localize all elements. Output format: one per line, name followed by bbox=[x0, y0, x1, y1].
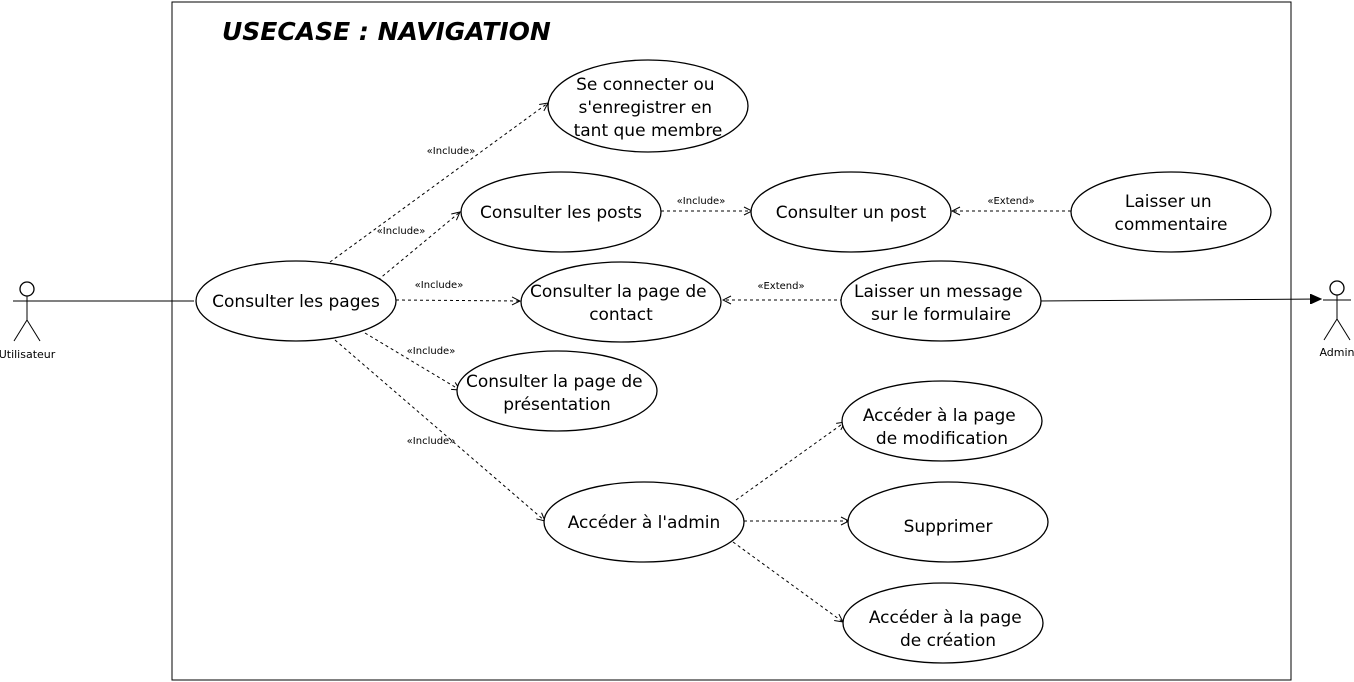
usecase-laisser-message[interactable]: Laisser un message sur le formulaire bbox=[840, 260, 1042, 342]
svg-text:Consulter les pages: Consulter les pages bbox=[212, 292, 380, 312]
stereotype-include-page-contact: «Include» bbox=[415, 280, 464, 291]
usecase-page-creation[interactable]: Accéder à la page de création bbox=[842, 582, 1044, 664]
usecase-consulter-les-posts[interactable]: Consulter les posts bbox=[460, 171, 662, 253]
svg-text:Consulter les posts: Consulter les posts bbox=[480, 203, 642, 223]
usecase-se-connecter[interactable]: Se connecter ou s'enregistrer en tant qu… bbox=[547, 59, 749, 153]
svg-text:Supprimer: Supprimer bbox=[904, 517, 993, 537]
svg-text:Laisser un commentaire: Laisser un commentaire bbox=[1115, 192, 1228, 235]
include-to-acceder-admin bbox=[334, 339, 545, 521]
svg-text:Accéder à la page de mod: Accéder à la page de modification bbox=[863, 406, 1021, 449]
actor-utilisateur[interactable]: Utilisateur bbox=[0, 281, 56, 361]
usecase-consulter-les-pages[interactable]: Consulter les pages bbox=[195, 260, 397, 342]
svg-text:Accéder à l'admin: Accéder à l'admin bbox=[568, 513, 721, 533]
usecase-page-contact[interactable]: Consulter la page de contact bbox=[520, 261, 722, 343]
actor-utilisateur-head bbox=[19, 281, 35, 297]
usecase-consulter-un-post[interactable]: Consulter un post bbox=[750, 171, 952, 253]
include-to-page-presentation bbox=[364, 332, 460, 390]
actor-admin-leg-right bbox=[1336, 318, 1351, 341]
actor-admin-leg-left bbox=[1323, 318, 1338, 341]
stereotype-labels: «Include» «Include» «Include» «Extend» «… bbox=[377, 146, 1035, 447]
actor-admin-label: Admin bbox=[1319, 346, 1354, 359]
svg-text:Consulter la page de con: Consulter la page de contact bbox=[530, 282, 712, 325]
svg-text:Laisser un message sur l: Laisser un message sur le formulaire bbox=[854, 282, 1028, 325]
association-message-admin bbox=[1036, 299, 1321, 301]
usecase-supprimer[interactable]: Supprimer bbox=[847, 481, 1049, 563]
system-boundary bbox=[171, 1, 1292, 681]
relation-admin-to-creation bbox=[732, 541, 843, 622]
include-to-consulter-posts bbox=[377, 212, 460, 281]
include-to-se-connecter bbox=[329, 103, 548, 263]
actor-admin-head bbox=[1329, 280, 1345, 296]
actor-admin[interactable]: Admin bbox=[1319, 280, 1354, 359]
svg-text:Consulter un post: Consulter un post bbox=[776, 203, 927, 223]
stereotype-include-se-connecter: «Include» bbox=[427, 146, 476, 157]
actor-utilisateur-label: Utilisateur bbox=[0, 348, 56, 361]
svg-text:Se connecter ou s'enregi: Se connecter ou s'enregistrer en tant qu… bbox=[574, 75, 723, 141]
svg-text:Accéder à la page de cré: Accéder à la page de création bbox=[869, 608, 1027, 651]
relations bbox=[41, 103, 1321, 622]
diagram-title: USECASE : NAVIGATION bbox=[222, 17, 551, 46]
stereotype-include-consulter-posts: «Include» bbox=[377, 226, 426, 237]
usecase-page-modification[interactable]: Accéder à la page de modification bbox=[841, 380, 1043, 462]
usecase-laisser-commentaire[interactable]: Laisser un commentaire bbox=[1070, 171, 1272, 253]
include-to-page-contact bbox=[395, 300, 520, 301]
stereotype-extend-message: «Extend» bbox=[757, 281, 804, 292]
relation-admin-to-modification bbox=[735, 422, 845, 501]
stereotype-include-page-presentation: «Include» bbox=[407, 346, 456, 357]
stereotype-include-posts-to-post: «Include» bbox=[677, 196, 726, 207]
stereotype-extend-commentaire: «Extend» bbox=[987, 196, 1034, 207]
usecase-page-presentation[interactable]: Consulter la page de présentation bbox=[456, 350, 658, 432]
svg-text:Consulter la page de pré: Consulter la page de présentation bbox=[466, 372, 648, 415]
actor-utilisateur-leg-right bbox=[26, 319, 41, 342]
actor-utilisateur-leg-left bbox=[13, 319, 28, 342]
usecase-acceder-admin[interactable]: Accéder à l'admin bbox=[543, 481, 745, 563]
stereotype-include-acceder-admin: «Include» bbox=[407, 436, 456, 447]
